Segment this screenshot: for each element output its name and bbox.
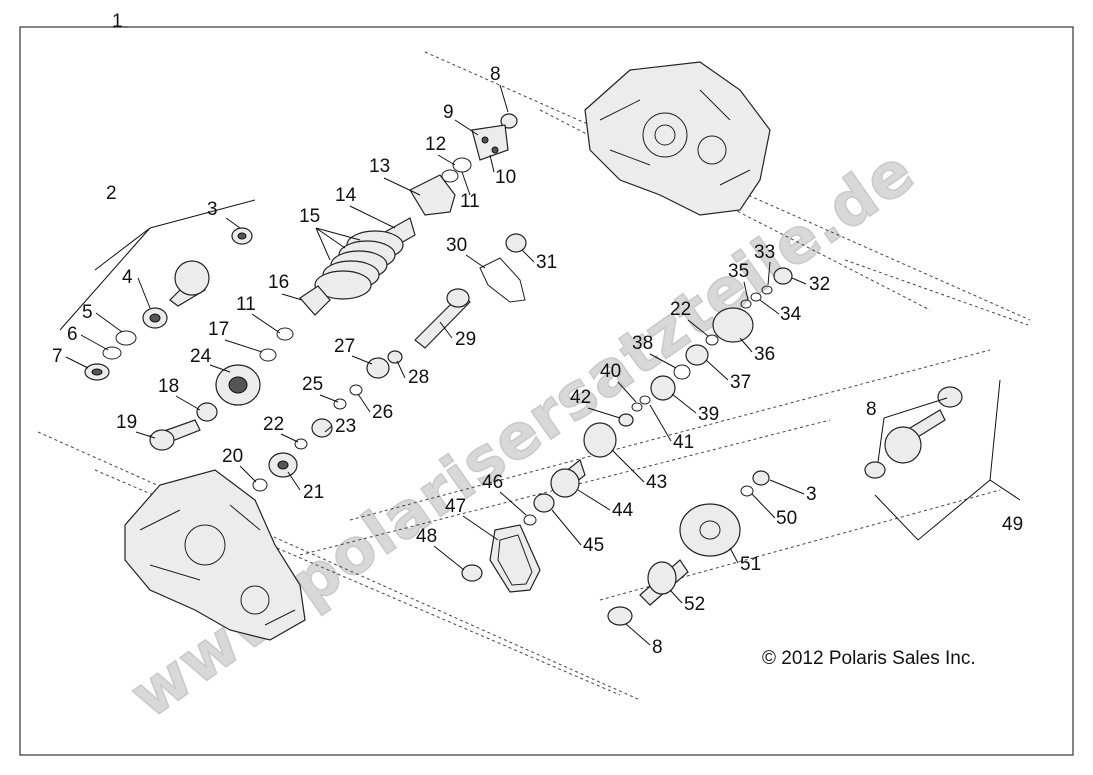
callout-38: 38 [632, 333, 653, 354]
callout-52: 52 [684, 594, 705, 615]
callout-36: 36 [754, 344, 775, 365]
callout-42: 42 [570, 387, 591, 408]
callout-40: 40 [600, 361, 621, 382]
callout-20: 20 [222, 446, 243, 467]
callout-51: 51 [740, 554, 761, 575]
callout-8-bottom: 8 [652, 637, 663, 658]
callout-47: 47 [445, 496, 466, 517]
transmission-case-lower [124, 469, 306, 641]
callout-labels: 2 3 4 5 6 7 8 9 10 11 12 13 14 15 16 11 … [52, 64, 1023, 658]
output-shaft-parts [607, 386, 963, 626]
callout-27: 27 [334, 336, 355, 357]
callout-31: 31 [536, 252, 557, 273]
frame-label: 1 [112, 11, 123, 32]
copyright-notice: © 2012 Polaris Sales Inc. [762, 648, 976, 669]
callout-49: 49 [1002, 514, 1023, 535]
shaft-assembly-2 [84, 227, 253, 381]
callout-4: 4 [122, 267, 133, 288]
callout-16: 16 [268, 272, 289, 293]
callout-39: 39 [698, 404, 719, 425]
callout-44: 44 [612, 500, 634, 521]
callout-32: 32 [809, 274, 830, 295]
callout-34: 34 [780, 304, 802, 325]
diagram-frame [19, 26, 1074, 756]
watermark-text: www.polarisersatzteile.de [117, 134, 928, 732]
callout-11-lower: 11 [236, 294, 256, 315]
callout-50: 50 [776, 508, 797, 529]
callout-22-left: 22 [263, 414, 284, 435]
callout-45: 45 [583, 535, 604, 556]
clutch-discs-15 [314, 230, 404, 300]
callout-19: 19 [116, 412, 137, 433]
callout-23: 23 [335, 416, 356, 437]
callout-12: 12 [425, 134, 446, 155]
callout-28: 28 [408, 367, 429, 388]
callout-15: 15 [299, 206, 320, 227]
callout-29: 29 [455, 329, 476, 350]
callout-30: 30 [446, 235, 467, 256]
callout-7: 7 [52, 346, 63, 367]
callout-11-upper: 11 [460, 191, 480, 212]
callout-leaders [65, 84, 948, 646]
callout-10: 10 [495, 167, 516, 188]
callout-13: 13 [369, 156, 390, 177]
callout-14: 14 [335, 185, 357, 206]
group-2-bracket [59, 199, 256, 331]
callout-18: 18 [158, 376, 179, 397]
callout-17: 17 [208, 319, 229, 340]
transmission-case-upper [584, 61, 771, 216]
callout-26: 26 [372, 402, 393, 423]
callout-24: 24 [190, 346, 212, 367]
callout-2: 2 [106, 183, 117, 204]
callout-8-top: 8 [490, 64, 501, 85]
callout-35: 35 [728, 261, 749, 282]
callout-33: 33 [754, 242, 775, 263]
callout-6: 6 [67, 324, 78, 345]
callout-37: 37 [730, 372, 751, 393]
clutch-parts-upper [149, 113, 527, 492]
callout-9: 9 [443, 102, 454, 123]
callout-3: 3 [207, 199, 218, 220]
callout-21: 21 [303, 482, 324, 503]
group-49-bracket [874, 379, 1021, 541]
callout-5: 5 [82, 302, 93, 323]
callout-43: 43 [646, 472, 667, 493]
callout-48: 48 [416, 526, 437, 547]
callout-41: 41 [673, 432, 694, 453]
callout-25: 25 [302, 374, 323, 395]
callout-46: 46 [482, 472, 503, 493]
callout-8-right: 8 [866, 399, 877, 420]
callout-3-lower: 3 [806, 484, 817, 505]
gear-parts-middle [461, 267, 793, 593]
callout-22-right: 22 [670, 299, 691, 320]
